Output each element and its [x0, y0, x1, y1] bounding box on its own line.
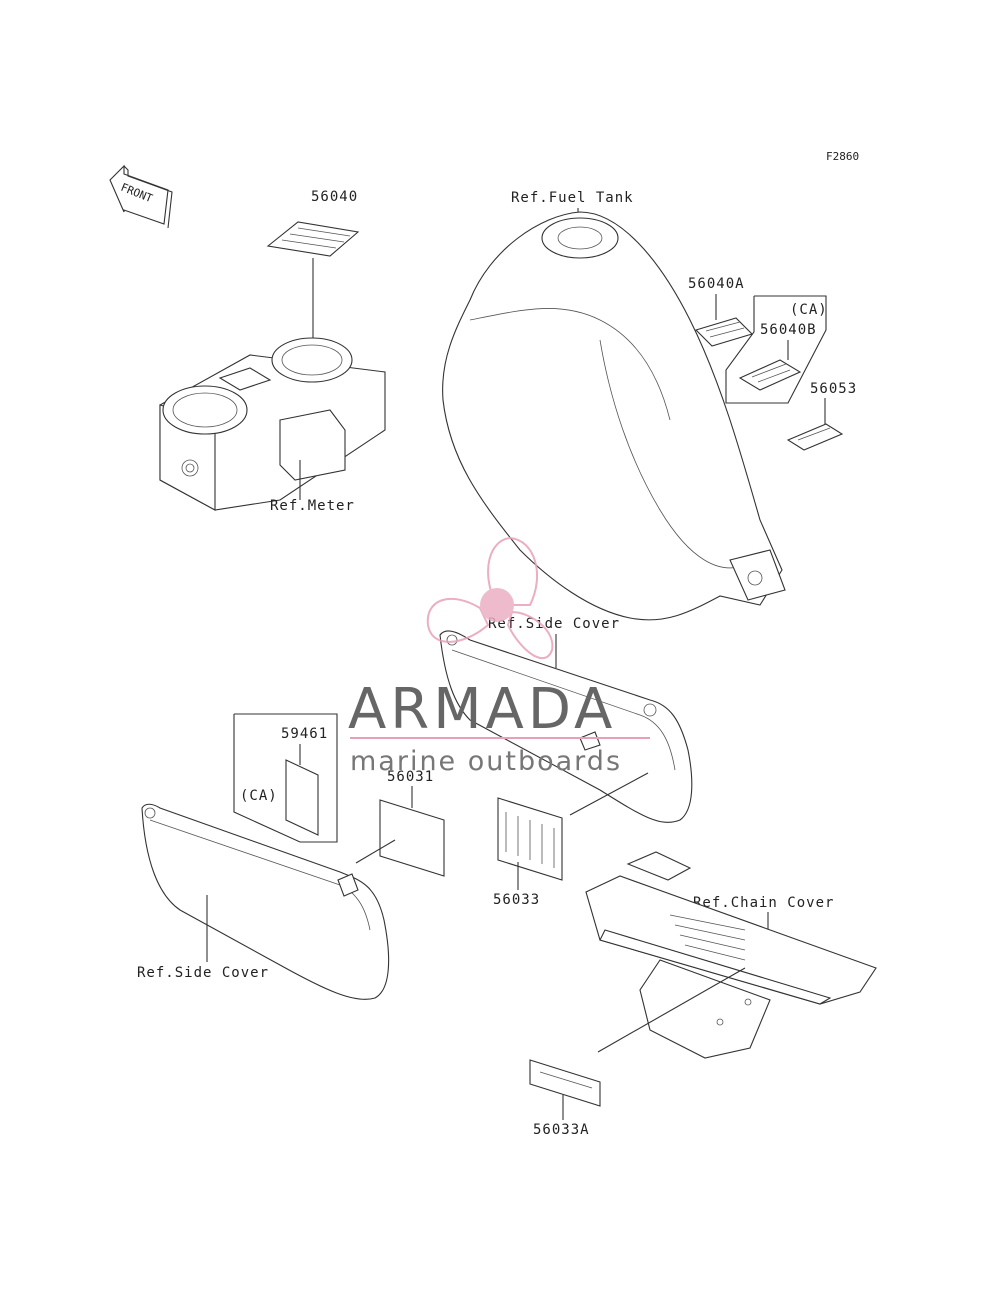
label-ref-side-cover-right: Ref.Side Cover — [488, 616, 620, 632]
label-ca-right: (CA) — [790, 302, 828, 318]
decal-56040b — [738, 359, 802, 391]
label-56033a: 56033A — [533, 1122, 590, 1138]
side-cover-left — [141, 803, 390, 1000]
watermark-tagline: marine outboards — [350, 746, 622, 777]
label-56040a: 56040A — [688, 276, 745, 292]
label-ref-side-cover-left: Ref.Side Cover — [137, 965, 269, 981]
decal-59461 — [285, 759, 319, 836]
meter-assembly — [159, 337, 386, 511]
front-arrow-icon: FRONT — [109, 164, 173, 229]
label-ref-fuel-tank: Ref.Fuel Tank — [511, 190, 634, 206]
label-56053: 56053 — [810, 381, 857, 397]
label-56040b: 56040B — [760, 322, 817, 338]
decal-56033a — [529, 1059, 601, 1107]
diagram-code: F2860 — [826, 150, 859, 163]
label-56031: 56031 — [387, 769, 434, 785]
watermark-brand: ARMADA — [348, 677, 616, 742]
label-ref-chain-cover: Ref.Chain Cover — [693, 895, 834, 911]
ca-bracket-left — [233, 713, 338, 843]
fuel-tank — [442, 211, 786, 621]
label-56033: 56033 — [493, 892, 540, 908]
decal-56040 — [266, 221, 360, 257]
ca-bracket-right — [725, 295, 827, 404]
label-56040: 56040 — [311, 189, 358, 205]
decal-56033 — [497, 797, 563, 881]
label-ca-left: (CA) — [240, 788, 278, 804]
label-ref-meter: Ref.Meter — [270, 498, 355, 514]
propeller-icon — [426, 536, 554, 659]
side-cover-right — [439, 630, 693, 823]
label-59461: 59461 — [281, 726, 328, 742]
chain-cover — [585, 851, 877, 1059]
decal-56031 — [379, 799, 445, 877]
decal-56053 — [786, 423, 844, 451]
decal-56040a — [694, 317, 754, 347]
